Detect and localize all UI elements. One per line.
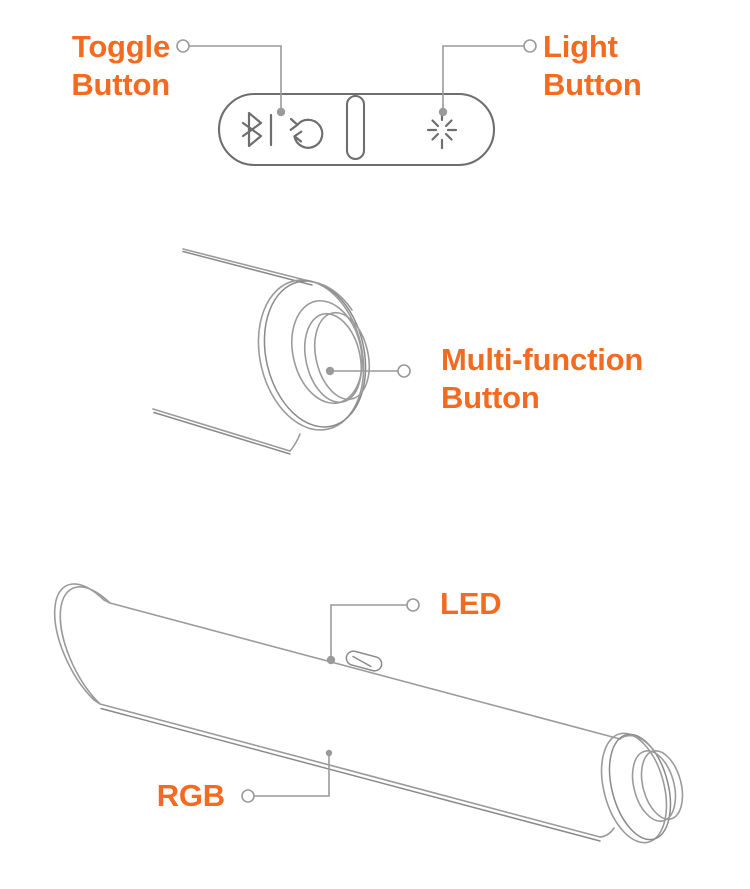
end-cap-outer-rim: [257, 279, 365, 431]
speaker-end-cap-illustration: [152, 248, 377, 455]
light-burst-icon[interactable]: [426, 110, 458, 150]
callout-label-rgb: RGB: [156, 778, 225, 813]
end-cap-middle-ring: [291, 299, 363, 405]
led-indicator: [326, 655, 336, 665]
callout-ring-toggle-button: [176, 39, 190, 53]
bluetooth-icon[interactable]: [241, 111, 263, 148]
callout-line-toggle-button: [176, 39, 286, 117]
speaker-body-illustration: [53, 583, 690, 844]
body-small-button[interactable]: [345, 650, 383, 673]
body-right-outer-rim: [600, 732, 668, 844]
end-cap-outer-rim-inner: [263, 280, 367, 428]
callout-line-rgb: [241, 749, 333, 803]
rgb-light-strip: [325, 749, 333, 757]
callout-anchor-toggle-button: [276, 107, 286, 117]
callout-label-toggle-button: Toggle Button: [71, 29, 170, 102]
callout-label-led: LED: [440, 586, 502, 621]
callout-ring-light-button: [523, 39, 537, 53]
callout-line-multi-function-button: [325, 364, 411, 378]
callout-label-light-button: Light Button: [543, 29, 642, 102]
body-left-cap: [53, 583, 111, 705]
callout-ring-led: [406, 598, 420, 612]
callout-line-led: [330, 598, 420, 656]
body-right-button-base[interactable]: [625, 746, 682, 826]
callout-label-multi-function-button: Multi-function Button: [441, 342, 644, 415]
end-cap-button[interactable]: [307, 307, 377, 404]
capsule-outline: [217, 92, 496, 167]
capsule-control-panel[interactable]: [217, 92, 496, 167]
refresh-icon[interactable]: [289, 117, 324, 149]
callout-anchor-light-button: [438, 107, 448, 117]
end-cap-button-base[interactable]: [297, 308, 370, 408]
slot-icon[interactable]: [345, 94, 366, 161]
body-right-outer-rim-inner: [608, 733, 672, 841]
callout-anchor-multi-function-button: [325, 366, 335, 376]
callout-ring-multi-function-button: [397, 364, 411, 378]
callout-line-light-button: [438, 39, 537, 117]
callout-ring-rgb: [241, 789, 255, 803]
body-right-button[interactable]: [635, 746, 690, 823]
